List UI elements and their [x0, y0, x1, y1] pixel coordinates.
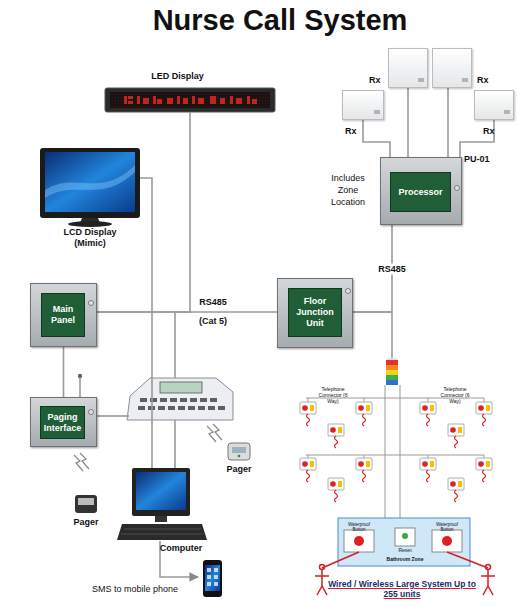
- annotation-label: Waterproof Button: [429, 522, 465, 532]
- unit-label: Processor: [390, 172, 451, 212]
- unit-label: Paging Interface: [40, 406, 85, 439]
- receiver-box: Rx: [342, 90, 384, 120]
- unit-label: Floor Junction Unit: [288, 288, 342, 337]
- device-label: Rx: [369, 75, 387, 86]
- bus-wire: [140, 178, 152, 468]
- annotation-label: PU-01: [464, 154, 504, 165]
- annotation-label: Telephone Connector (6 Way): [438, 386, 472, 404]
- bus-wire: [460, 120, 494, 157]
- receiver-box: Rx: [474, 90, 514, 120]
- device-label: Pager: [65, 517, 107, 528]
- control-unit: Processor: [380, 157, 462, 225]
- bus-wire: [97, 112, 190, 312]
- control-unit: Floor Junction Unit: [277, 278, 353, 348]
- bus-wire: [407, 88, 409, 157]
- device-node: Pager: [228, 443, 250, 460]
- unit-label: Main Panel: [41, 293, 85, 337]
- device-label: LCD Display (Mimic): [55, 227, 125, 249]
- bus-wire: [447, 88, 449, 157]
- control-unit: Main Panel: [30, 283, 97, 347]
- wire-label: RS485: [377, 263, 407, 274]
- device-node: LED Display: [105, 88, 275, 112]
- annotation-label: Reset: [390, 547, 420, 553]
- annotation-label: SMS to mobile phone: [92, 584, 192, 595]
- annotation-label: Includes Zone Location: [326, 172, 370, 208]
- diagram-title: Nurse Call System: [100, 3, 460, 37]
- bus-wire: [363, 120, 390, 157]
- control-unit: Paging Interface: [30, 397, 97, 447]
- device-label: LED Display: [105, 71, 250, 82]
- device-label: Pager: [218, 464, 260, 475]
- annotation-label: Waterproof Button: [341, 522, 377, 532]
- device-label: Rx: [477, 75, 495, 86]
- bus-wire: [63, 347, 65, 397]
- device-node: Pager: [75, 495, 97, 513]
- wire-label: RS485 (Cat 5): [190, 293, 236, 331]
- bus-wire: [353, 312, 392, 358]
- device-node: Computer: [118, 468, 206, 540]
- device-label: Rx: [345, 126, 365, 137]
- annotation-label: Bathroom Zone: [380, 556, 430, 562]
- device-label: Rx: [483, 126, 503, 137]
- annotation-label: Telephone Connector (6 Way): [316, 386, 350, 404]
- device-node: LCD Display (Mimic): [40, 148, 140, 225]
- device-label: Wired / Wireless Large System Up to 255 …: [327, 579, 477, 599]
- device-label: Computer: [156, 543, 206, 554]
